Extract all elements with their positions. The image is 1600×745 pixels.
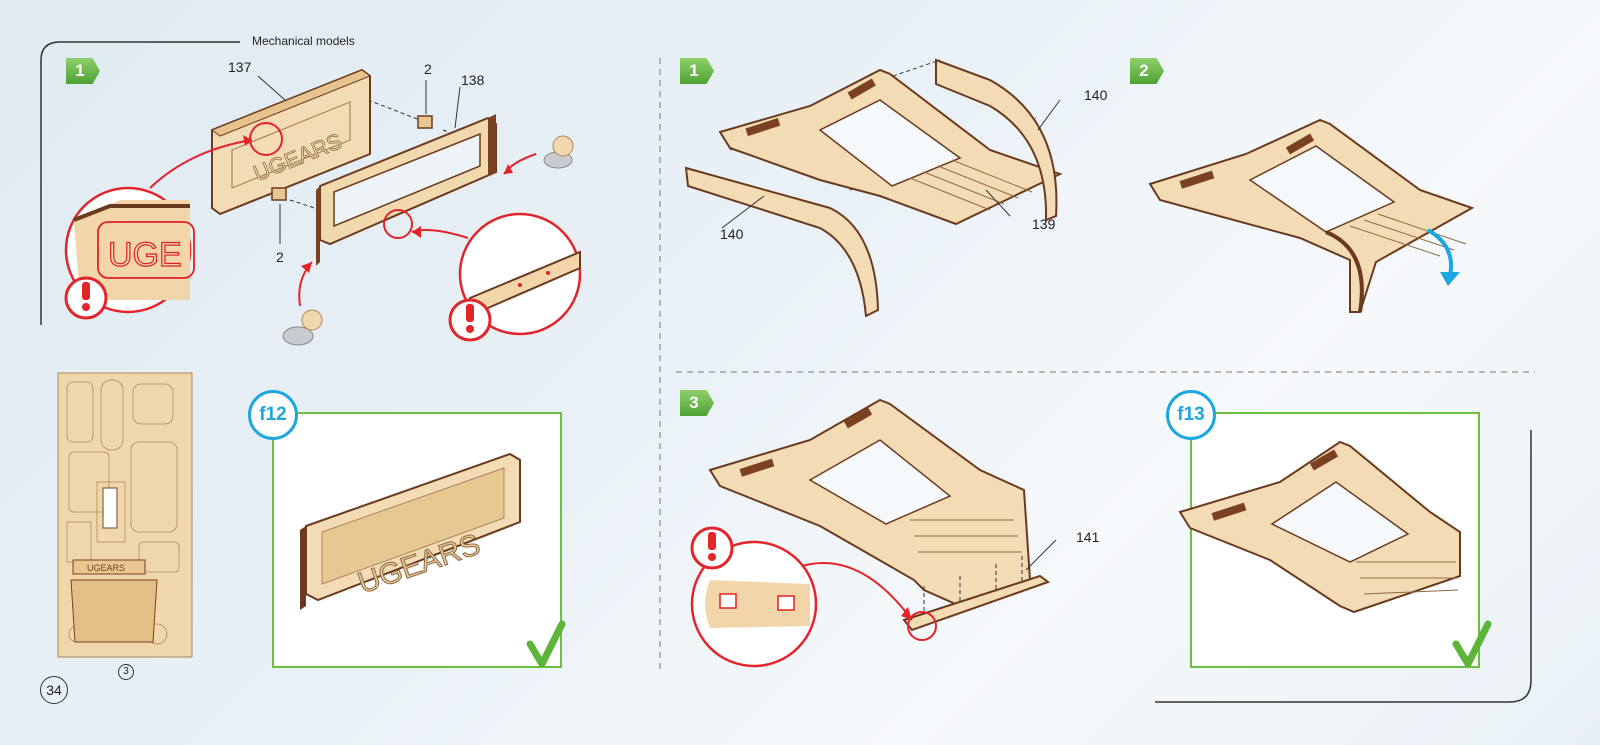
- step-badge-2: 2: [1130, 58, 1164, 84]
- part-label-2-top: 2: [424, 61, 432, 77]
- part-label-140-left: 140: [720, 226, 744, 242]
- checkmark-icon: [1452, 620, 1492, 668]
- page-number: 34: [40, 676, 68, 704]
- f12-result-image: UGEARS: [300, 452, 566, 668]
- bar-assembly-diagram: [690, 398, 1057, 668]
- figure-badge-f12: f12: [248, 390, 298, 440]
- part-label-138: 138: [461, 72, 485, 88]
- zoom-detail-holes: [458, 212, 582, 336]
- step-badge-1-right: 1: [680, 58, 714, 84]
- part-label-140-right: 140: [1084, 87, 1108, 103]
- zoom-text: UGE: [108, 236, 182, 274]
- plywood-sheet-thumbnail: UGEARS: [57, 372, 193, 658]
- rail-left-part: [684, 166, 880, 318]
- part-label-137: 137: [228, 59, 252, 75]
- figure-badge-f13: f13: [1166, 390, 1216, 440]
- bar-part: [902, 574, 1051, 632]
- sheet-panel-text: UGEARS: [87, 563, 125, 573]
- part-label-139: 139: [1032, 216, 1056, 232]
- warning-icon: [64, 276, 108, 320]
- step-badge-1-left: 1: [66, 58, 100, 84]
- header-title: Mechanical models: [252, 34, 355, 48]
- wax-bowl-icon: [282, 309, 323, 346]
- assembled-seat-step2: [1148, 118, 1475, 313]
- fold-arrow-icon: [1426, 228, 1453, 277]
- part-label-2-bottom: 2: [276, 249, 284, 265]
- checkmark-icon: [526, 620, 566, 668]
- wax-bowl-icon: [543, 135, 574, 169]
- warning-icon: [690, 526, 734, 570]
- step-badge-3: 3: [680, 390, 714, 416]
- sheet-number: 3: [118, 664, 134, 680]
- seat-part: [718, 68, 1063, 226]
- assembled-seat-step3: [708, 398, 1032, 608]
- warning-icon: [448, 298, 492, 342]
- f13-result-image: [1178, 440, 1492, 668]
- seat-assembly-diagram: [684, 58, 1475, 318]
- frame-part: [316, 114, 497, 266]
- rail-right-part: [935, 58, 1058, 222]
- part-label-141: 141: [1076, 529, 1100, 545]
- panel-assembly-diagram: UGEARS UGE: [64, 68, 582, 346]
